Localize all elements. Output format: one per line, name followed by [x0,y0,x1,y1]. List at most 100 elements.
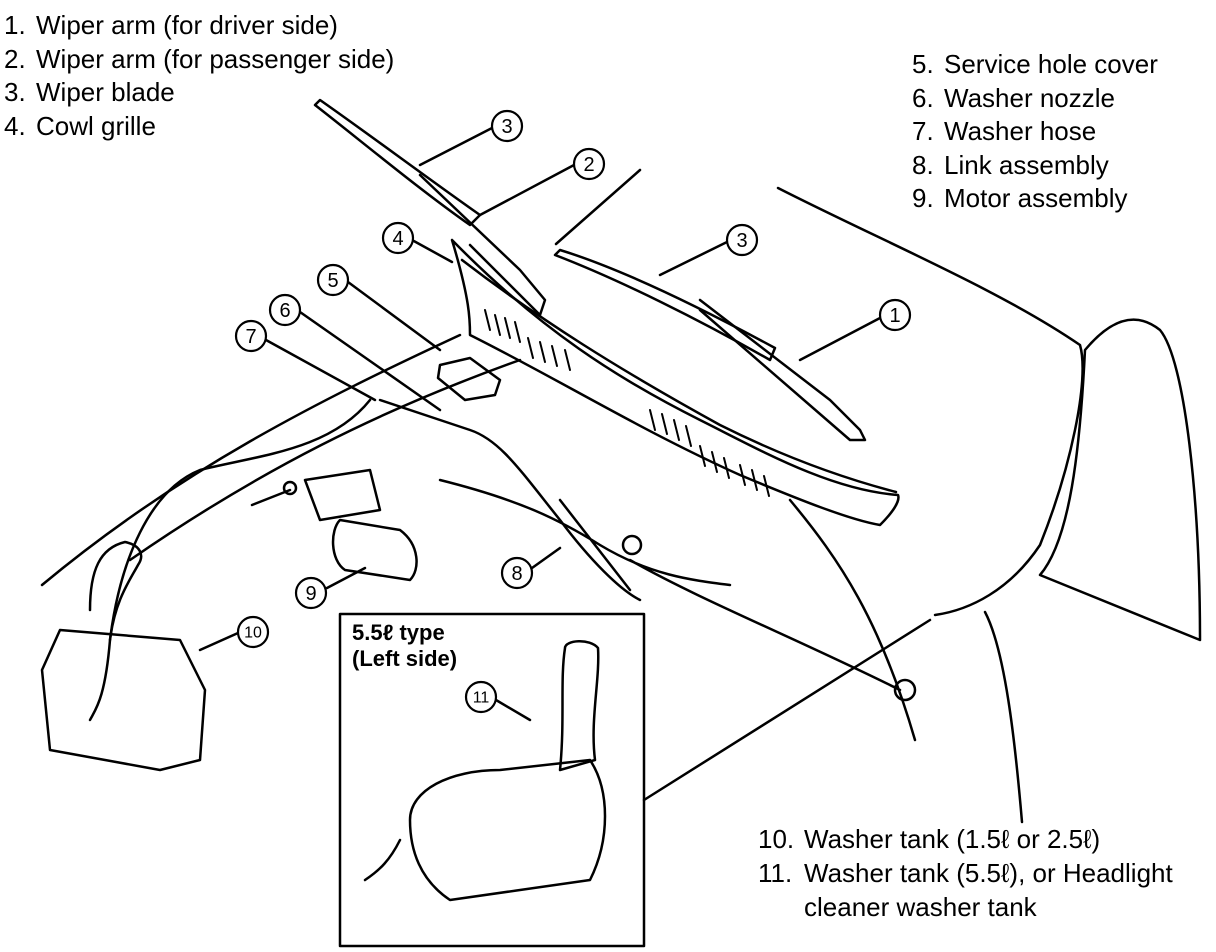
callout-2: 2 [583,154,594,176]
legend-item-10: 10. Washer tank (1.5ℓ or 2.5ℓ) [758,822,1184,856]
callout-7: 7 [245,326,256,348]
callout-5-circle [316,263,350,297]
leader-4 [410,238,454,264]
motor-body [331,518,418,582]
callout-10: 10 [244,625,262,642]
legend-item-11: 11. Washer tank (5.5ℓ), or Headlight cle… [758,856,1184,924]
link-pivot-right [893,678,917,702]
legend-num: 5. [912,49,934,79]
leader-5 [346,280,442,352]
callout-9: 9 [305,583,316,605]
legend-item-5: 5. Service hole cover [912,48,1158,82]
cowl-grille-inner [460,258,898,494]
inset-caption-line1: 5.5ℓ type [352,620,445,645]
guide-line [554,168,642,246]
motor-bracket [303,468,382,522]
windshield-pillar [1038,318,1202,642]
callout-1: 1 [889,305,900,327]
callout-8-circle [500,556,534,590]
link-rod [788,498,917,742]
legend-text: Wiper arm (for passenger side) [36,43,395,74]
callout-3a-circle [490,109,524,143]
inset-box [338,612,646,948]
washer-tank-large-hose [363,838,402,882]
link-pivot-left [621,534,643,556]
wiper-arm-driver [698,298,867,442]
callout-11: 11 [473,690,490,707]
motor-bolt [250,488,292,507]
legend-text: Cowl grille [36,110,156,141]
legend-right: 5. Service hole cover 6. Washer nozzle 7… [912,48,1158,216]
leader-9 [325,566,367,590]
legend-text: Washer nozzle [944,82,1115,113]
legend-num: 2. [4,43,26,74]
leader-3a [418,126,494,167]
legend-item-9: 9. Motor assembly [912,182,1158,216]
legend-bottom: 10. Washer tank (1.5ℓ or 2.5ℓ) 11. Washe… [758,822,1184,924]
callout-10-circle [236,615,270,649]
legend-num: 11. [758,858,793,888]
washer-hose-2 [378,398,642,602]
legend-item-7: 7. Washer hose [912,115,1158,149]
legend-item-6: 6. Washer nozzle [912,82,1158,116]
washer-tank-large-neck [558,640,600,772]
motor-washer [282,480,298,496]
legend-num: 10. [758,824,795,854]
legend-left: 1. Wiper arm (for driver side) 2. Wiper … [4,9,396,143]
callout-8: 8 [511,563,522,585]
leader-11 [494,698,532,722]
legend-text: Washer hose [944,116,1097,146]
service-hole-cover [436,356,502,402]
cowl-grille-shape [450,238,900,527]
callout-3b-circle [725,223,759,257]
legend-text: Motor assembly [944,183,1128,213]
inset-pointer [642,618,932,802]
legend-num: 7. [912,116,934,146]
callout-7-circle [234,319,268,353]
callout-3b: 3 [736,230,747,252]
callout-2-circle [572,147,606,181]
callout-5: 5 [327,270,338,292]
callout-3a: 3 [501,116,512,138]
legend-text: Wiper blade [36,77,175,107]
legend-text: Washer tank (1.5ℓ or 2.5ℓ) [804,824,1101,854]
leader-10 [198,631,240,652]
callout-6-circle [268,293,302,327]
legend-num: 8. [912,149,934,180]
cowl-grille-slots [484,309,770,497]
legend-num: 4. [4,110,26,141]
inset-caption-line2: (Left side) [352,646,458,671]
legend-text: Wiper arm (for driver side) [36,10,338,40]
legend-text: Service hole cover [944,49,1158,79]
callout-9-circle [294,576,328,610]
legend-item-2: 2. Wiper arm (for passenger side) [4,43,396,77]
body-lower-edge [128,358,522,562]
callout-4-circle [381,221,415,255]
washer-tank-neck [88,540,143,642]
leader-2 [478,163,576,217]
legend-item-3: 3. Wiper blade [4,76,396,110]
legend-item-4: 4. Cowl grille [4,110,396,144]
leader-7 [264,338,377,402]
link-assembly [438,478,902,692]
callout-11-circle [464,680,498,714]
legend-text: Link assembly [944,149,1109,180]
washer-hose [88,398,372,722]
wiper-blade-right [553,248,777,362]
inset-caption: 5.5ℓ type (Left side) [352,620,457,672]
hood-outline [776,186,1084,617]
leader-3b [658,240,729,277]
wiper-arm-passenger [418,173,547,317]
leader-8 [530,546,562,570]
callout-1-circle [878,298,912,332]
legend-num: 6. [912,82,934,113]
legend-num: 1. [4,10,26,40]
leader-1 [798,316,882,362]
legend-text: Washer tank (5.5ℓ), or Headlight cleaner… [804,858,1173,922]
washer-tank-large [408,758,607,902]
legend-item-1: 1. Wiper arm (for driver side) [4,9,396,43]
legend-num: 9. [912,183,934,213]
leader-6 [298,310,442,412]
legend-item-8: 8. Link assembly [912,149,1158,183]
